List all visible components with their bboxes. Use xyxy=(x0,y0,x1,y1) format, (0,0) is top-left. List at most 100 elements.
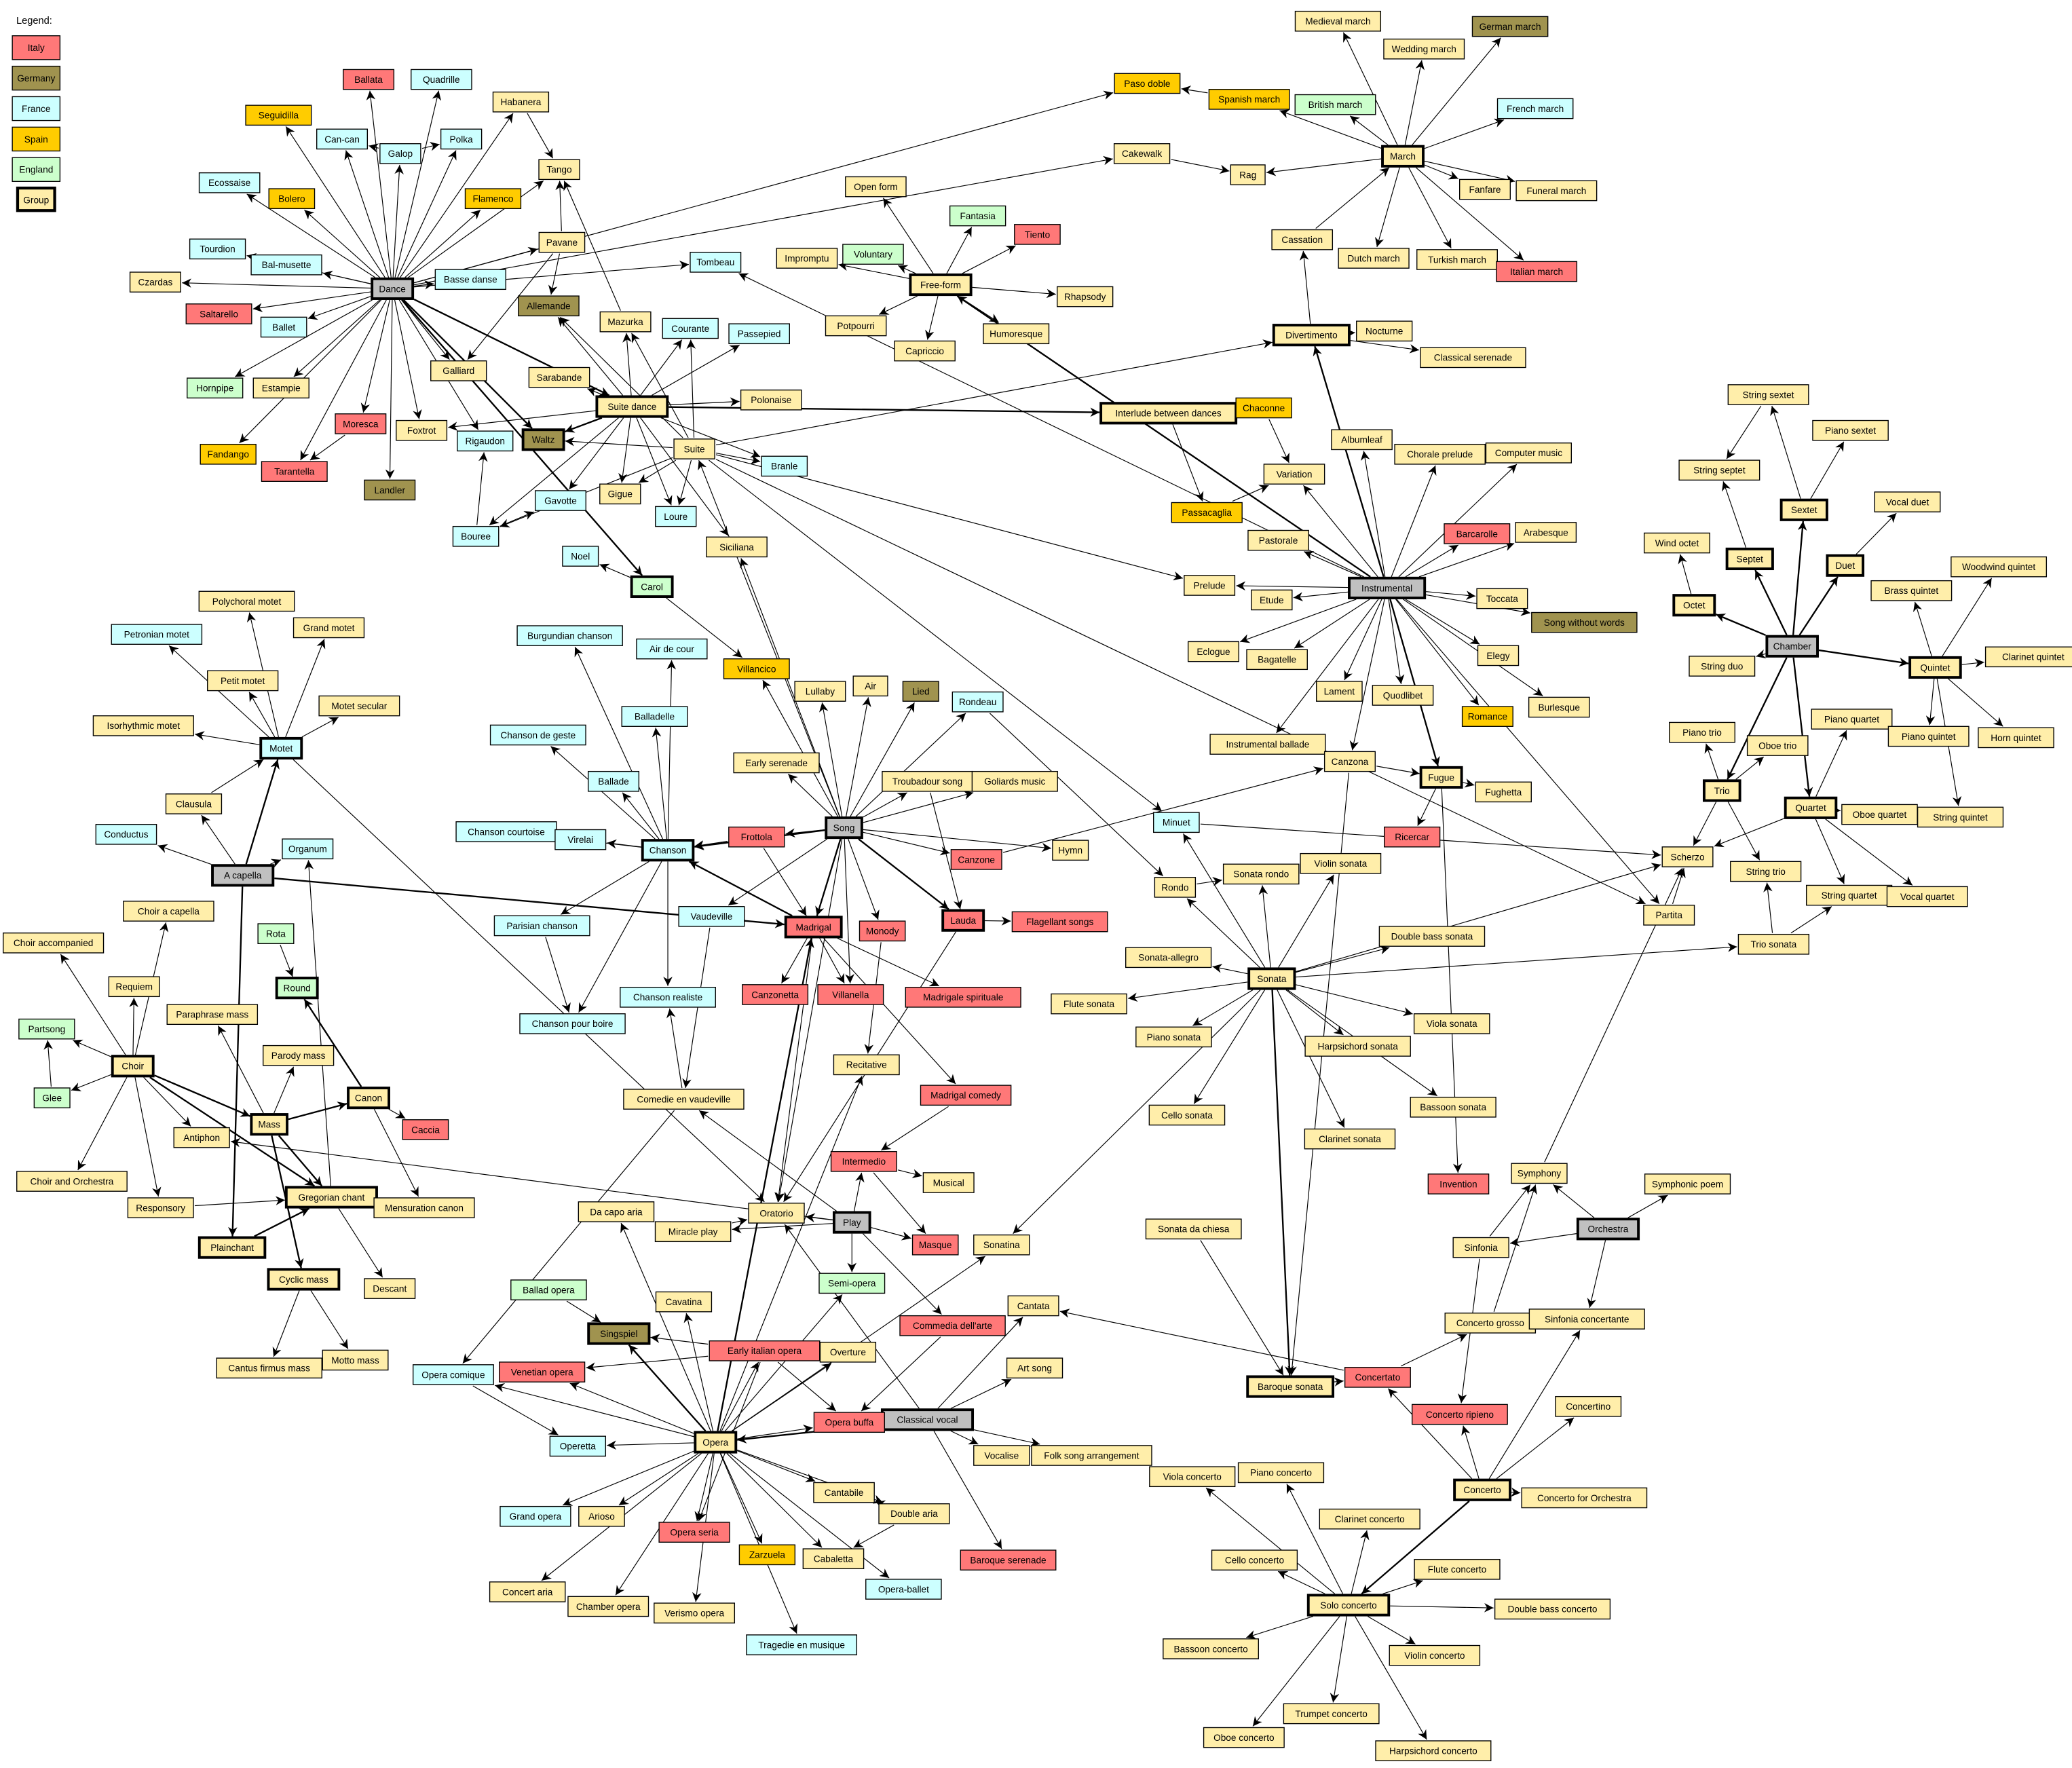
node-moresca: Moresca xyxy=(335,413,387,434)
edge-a-capella-to-clausula xyxy=(201,814,236,865)
edge-opera-to-zarzuela xyxy=(720,1453,763,1544)
edge-mass-to-paraphrase-mass xyxy=(217,1026,264,1114)
node-label: Gavotte xyxy=(544,495,577,506)
edge-sonata-to-sonata-rondo xyxy=(1258,885,1271,968)
node-box xyxy=(1511,1163,1568,1184)
edge-song-to-early-serenade xyxy=(787,774,833,817)
node-box xyxy=(1051,993,1127,1015)
node-box xyxy=(1375,1740,1492,1761)
node-label: Voluntary xyxy=(854,250,892,260)
node-box xyxy=(430,360,487,381)
node-box xyxy=(1011,911,1108,933)
node-label: Cantata xyxy=(1017,1301,1050,1311)
node-albumleaf: Albumleaf xyxy=(1331,429,1393,451)
node-box xyxy=(1841,804,1918,825)
node-glee: Glee xyxy=(33,1087,71,1108)
node-label: Hornpipe xyxy=(196,383,233,394)
node-box xyxy=(1235,397,1292,419)
node-miracle-play: Miracle play xyxy=(654,1221,732,1243)
edge-free-form-to-impromptu xyxy=(838,261,909,279)
edge-opera-to-grand-opera xyxy=(562,1450,694,1506)
node-box xyxy=(1389,1644,1481,1666)
node-box xyxy=(379,143,421,164)
edge-solo-concerto-to-cello-concerto xyxy=(1277,1570,1325,1594)
node-label: Barcarolle xyxy=(1456,529,1498,539)
node-label: Troubadour song xyxy=(892,776,962,787)
edge-quartet-to-vocal-quartet xyxy=(1825,819,1913,886)
edge-dance-to-ecossaise xyxy=(246,193,375,278)
node-label: Musical xyxy=(933,1178,964,1188)
node-label: Branle xyxy=(771,462,797,472)
edge-march-to-medieval-march xyxy=(1342,32,1398,145)
node-frottola: Frottola xyxy=(728,826,785,848)
node-box xyxy=(905,987,1021,1008)
node-label: Choir accompanied xyxy=(14,938,94,948)
node-box xyxy=(1057,286,1114,307)
edge-march-to-turkish-march xyxy=(1408,167,1452,249)
node-label: Passepied xyxy=(738,329,781,339)
node-saltarello: Saltarello xyxy=(185,303,252,324)
edge-march-to-spanish-march xyxy=(1279,109,1382,149)
edge-instrumental-to-instrumental-ballade xyxy=(1276,599,1379,734)
edge-quartet-to-piano-quartet xyxy=(1815,730,1847,797)
node-label: Etude xyxy=(1260,595,1284,605)
node-suite: Suite xyxy=(673,438,715,459)
node-label: Opera xyxy=(702,1437,728,1448)
node-label: Chamber xyxy=(1773,641,1812,652)
node-label: Song xyxy=(833,823,855,833)
node-tragedie-en-musique: Tragedie en musique xyxy=(746,1634,858,1655)
edge-chamber-to-sextet xyxy=(1792,521,1807,635)
node-passepied: Passepied xyxy=(728,323,790,345)
edge-dance-to-cakewalk xyxy=(414,155,1113,286)
node-label: Sonatina xyxy=(983,1240,1020,1250)
node-label: Romance xyxy=(1468,712,1507,722)
edge-suite-dance-to-interlude-between-dances xyxy=(668,406,1100,417)
node-box xyxy=(776,248,838,269)
node-label: Humoresque xyxy=(990,329,1042,339)
node-box xyxy=(1323,751,1376,772)
edge-sonata-to-clarinet-sonata xyxy=(1277,990,1345,1128)
node-label: Galliard xyxy=(442,366,474,376)
node-box xyxy=(489,1581,566,1602)
node-horn-quintet: Horn quintet xyxy=(1978,727,2054,749)
node-box xyxy=(111,624,203,645)
edge-cyclic-mass-to-cantus-firmus-mass xyxy=(272,1290,300,1357)
node-label: Woodwind quintet xyxy=(1962,562,2035,572)
edge-play-to-masque xyxy=(871,1227,911,1241)
node-courante: Courante xyxy=(662,318,719,339)
node-solo-concerto: Solo concerto xyxy=(1306,1594,1391,1617)
edge-instrumental-to-burlesque xyxy=(1403,599,1543,696)
edge-cyclic-mass-to-motto-mass xyxy=(310,1290,349,1349)
node-italian-march: Italian march xyxy=(1496,261,1578,282)
node-box xyxy=(216,1357,322,1379)
edge-instrumental-to-etude xyxy=(1293,591,1349,602)
edge-dance-to-galliard xyxy=(401,299,450,360)
edge-suite-dance-to-siciliana xyxy=(640,417,729,536)
node-petit-motet: Petit motet xyxy=(207,670,279,692)
edge-vaudeville-to-comedie-en-vaudeville xyxy=(682,927,711,1089)
node-box xyxy=(371,277,415,300)
edge-choir-to-antiphon xyxy=(143,1076,191,1127)
node-label: Clausula xyxy=(176,799,212,809)
edge-trio-to-oboe-trio xyxy=(1735,756,1765,780)
node-box xyxy=(1826,554,1865,577)
node-label: Pastorale xyxy=(1259,535,1298,546)
node-voluntary: Voluntary xyxy=(842,244,904,265)
node-box xyxy=(941,909,985,932)
node-chanson: Chanson xyxy=(641,839,695,862)
node-ballet: Ballet xyxy=(260,316,307,338)
node-box xyxy=(534,490,586,511)
edge-free-form-to-tiento xyxy=(962,245,1016,274)
node-label: Medieval march xyxy=(1305,16,1370,26)
node-label: Funeral march xyxy=(1526,186,1586,196)
node-galliard: Galliard xyxy=(430,360,487,381)
edge-solo-concerto-to-clarinet-concerto xyxy=(1351,1530,1370,1594)
node-box xyxy=(1114,73,1181,94)
edge-passacaglia-to-variation xyxy=(1232,485,1269,502)
node-label: Opera seria xyxy=(670,1528,719,1538)
node-box xyxy=(1908,656,1962,679)
edge-solo-concerto-to-double-bass-concerto xyxy=(1390,1603,1494,1613)
edge-dance-to-moresca xyxy=(360,299,390,413)
node-lullaby: Lullaby xyxy=(794,681,846,702)
node-vaudeville: Vaudeville xyxy=(678,905,745,927)
